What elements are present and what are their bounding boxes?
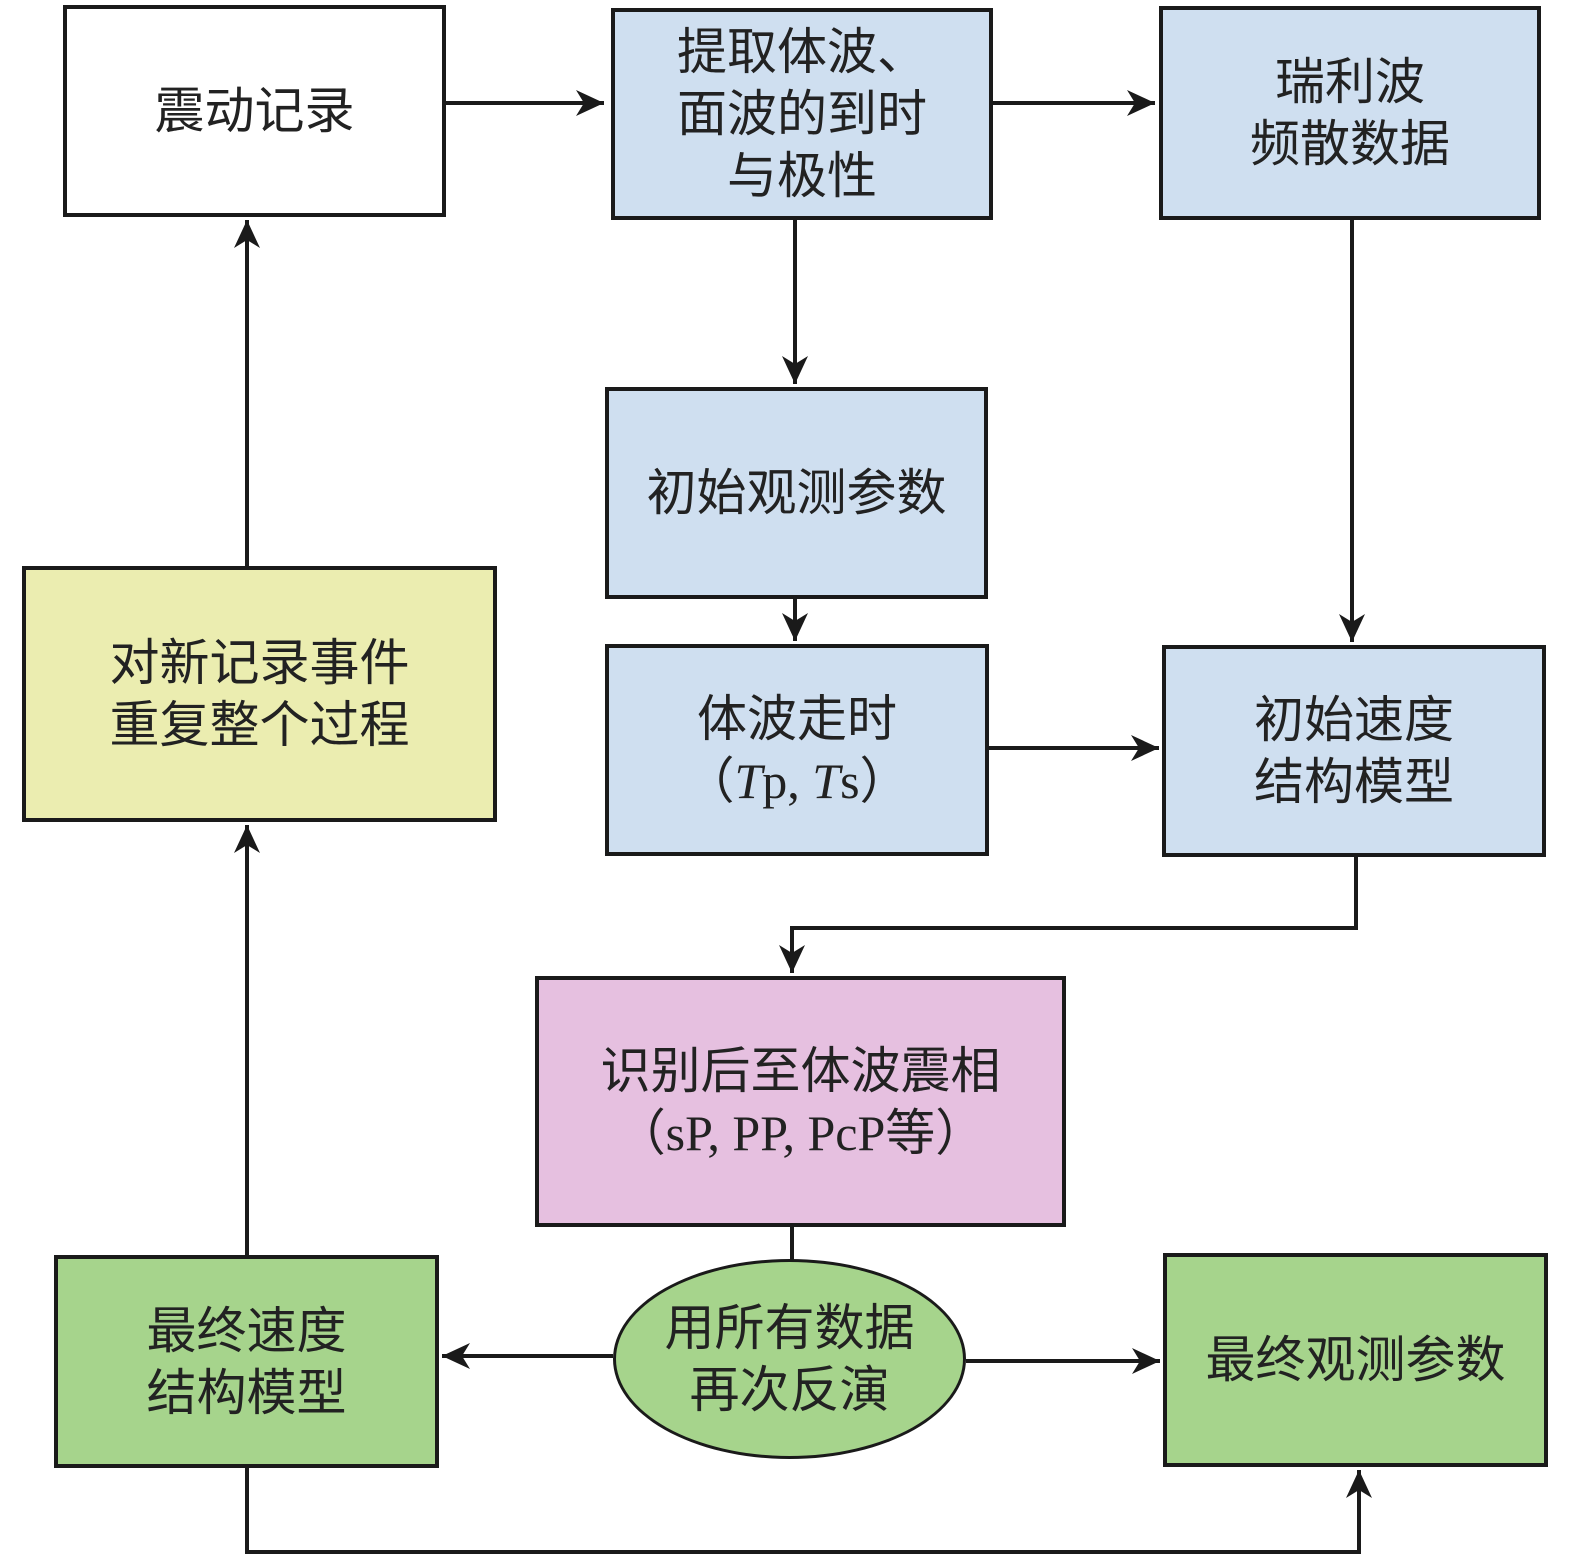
ts-suffix: s [840, 753, 860, 809]
node-identify-later-phases-line1: 识别后至体波震相 [600, 1041, 1001, 1100]
edge-extract-to-rayleigh-arrowhead [1127, 90, 1155, 116]
node-final-velocity-model: 最终速度 结构模型 [54, 1255, 439, 1468]
node-repeat-process-line2: 重复整个过程 [109, 696, 410, 754]
node-joint-inversion-line1: 用所有数据 [664, 1299, 915, 1357]
edge-inversion-to-final-velocity-arrowhead [442, 1343, 470, 1369]
edge-final-velocity-to-repeat-arrowhead [234, 825, 260, 853]
edge-rayleigh-to-initial-velocity-arrowhead [1339, 614, 1365, 642]
edge-inversion-to-final-obs-arrowhead [1132, 1348, 1160, 1374]
edge-initial-velocity-to-identify [790, 857, 1358, 973]
edge-initial-velocity-to-identify-arrowhead [779, 945, 805, 973]
node-initial-velocity-model: 初始速度 结构模型 [1162, 645, 1546, 857]
node-identify-later-phases: 识别后至体波震相 （sP, PP, PcP等） [535, 976, 1066, 1227]
node-identify-later-phases-line2: （sP, PP, PcP等） [615, 1104, 986, 1161]
edge-final-velocity-to-final-obs-arrowhead [1346, 1470, 1372, 1498]
edge-extract-to-initial-obs-arrowhead [782, 356, 808, 384]
node-initial-velocity-model-line1: 初始速度 [1254, 691, 1454, 749]
edge-repeat-to-record-arrowhead [234, 220, 260, 248]
node-rayleigh-dispersion-line1: 瑞利波 [1275, 53, 1425, 111]
tp-suffix: p, [762, 753, 813, 809]
edge-final-velocity-to-final-obs [245, 1468, 1361, 1554]
edge-travel-to-initial-velocity-arrowhead [1131, 735, 1159, 761]
ts-symbol: T [812, 753, 841, 809]
node-final-observation-params-label: 最终观测参数 [1205, 1331, 1506, 1389]
node-repeat-process-line1: 对新记录事件 [109, 634, 410, 692]
node-repeat-process: 对新记录事件 重复整个过程 [22, 566, 497, 822]
node-seismic-record: 震动记录 [63, 5, 446, 217]
node-body-wave-travel-time-line1: 体波走时 [697, 690, 897, 748]
tp-symbol: T [734, 753, 763, 809]
node-initial-observation-params-label: 初始观测参数 [646, 464, 947, 522]
node-body-wave-travel-time-line2: （Tp, Ts） [684, 750, 909, 812]
node-final-velocity-model-line2: 结构模型 [146, 1363, 347, 1422]
node-seismic-record-label: 震动记录 [154, 82, 355, 140]
node-rayleigh-dispersion-line2: 频散数据 [1250, 115, 1450, 173]
node-joint-inversion-line2: 再次反演 [689, 1361, 890, 1419]
node-body-wave-travel-time: 体波走时 （Tp, Ts） [605, 644, 989, 856]
node-initial-velocity-model-line2: 结构模型 [1254, 753, 1454, 811]
node-rayleigh-dispersion: 瑞利波 频散数据 [1159, 6, 1541, 220]
paren-open: （ [684, 753, 735, 809]
node-extract-arrivals: 提取体波、 面波的到时 与极性 [611, 8, 993, 220]
node-initial-observation-params: 初始观测参数 [605, 387, 988, 599]
edge-record-to-extract-arrowhead [576, 90, 604, 116]
node-extract-arrivals-line1: 提取体波、 [677, 23, 927, 81]
node-final-velocity-model-line1: 最终速度 [146, 1301, 347, 1360]
edge-initial-obs-to-travel-arrowhead [782, 613, 808, 641]
node-extract-arrivals-line2: 面波的到时 [677, 85, 927, 143]
node-extract-arrivals-line3: 与极性 [727, 147, 877, 205]
node-joint-inversion: 用所有数据 再次反演 [613, 1259, 966, 1459]
paren-close: ） [859, 753, 910, 809]
node-final-observation-params: 最终观测参数 [1163, 1253, 1548, 1467]
